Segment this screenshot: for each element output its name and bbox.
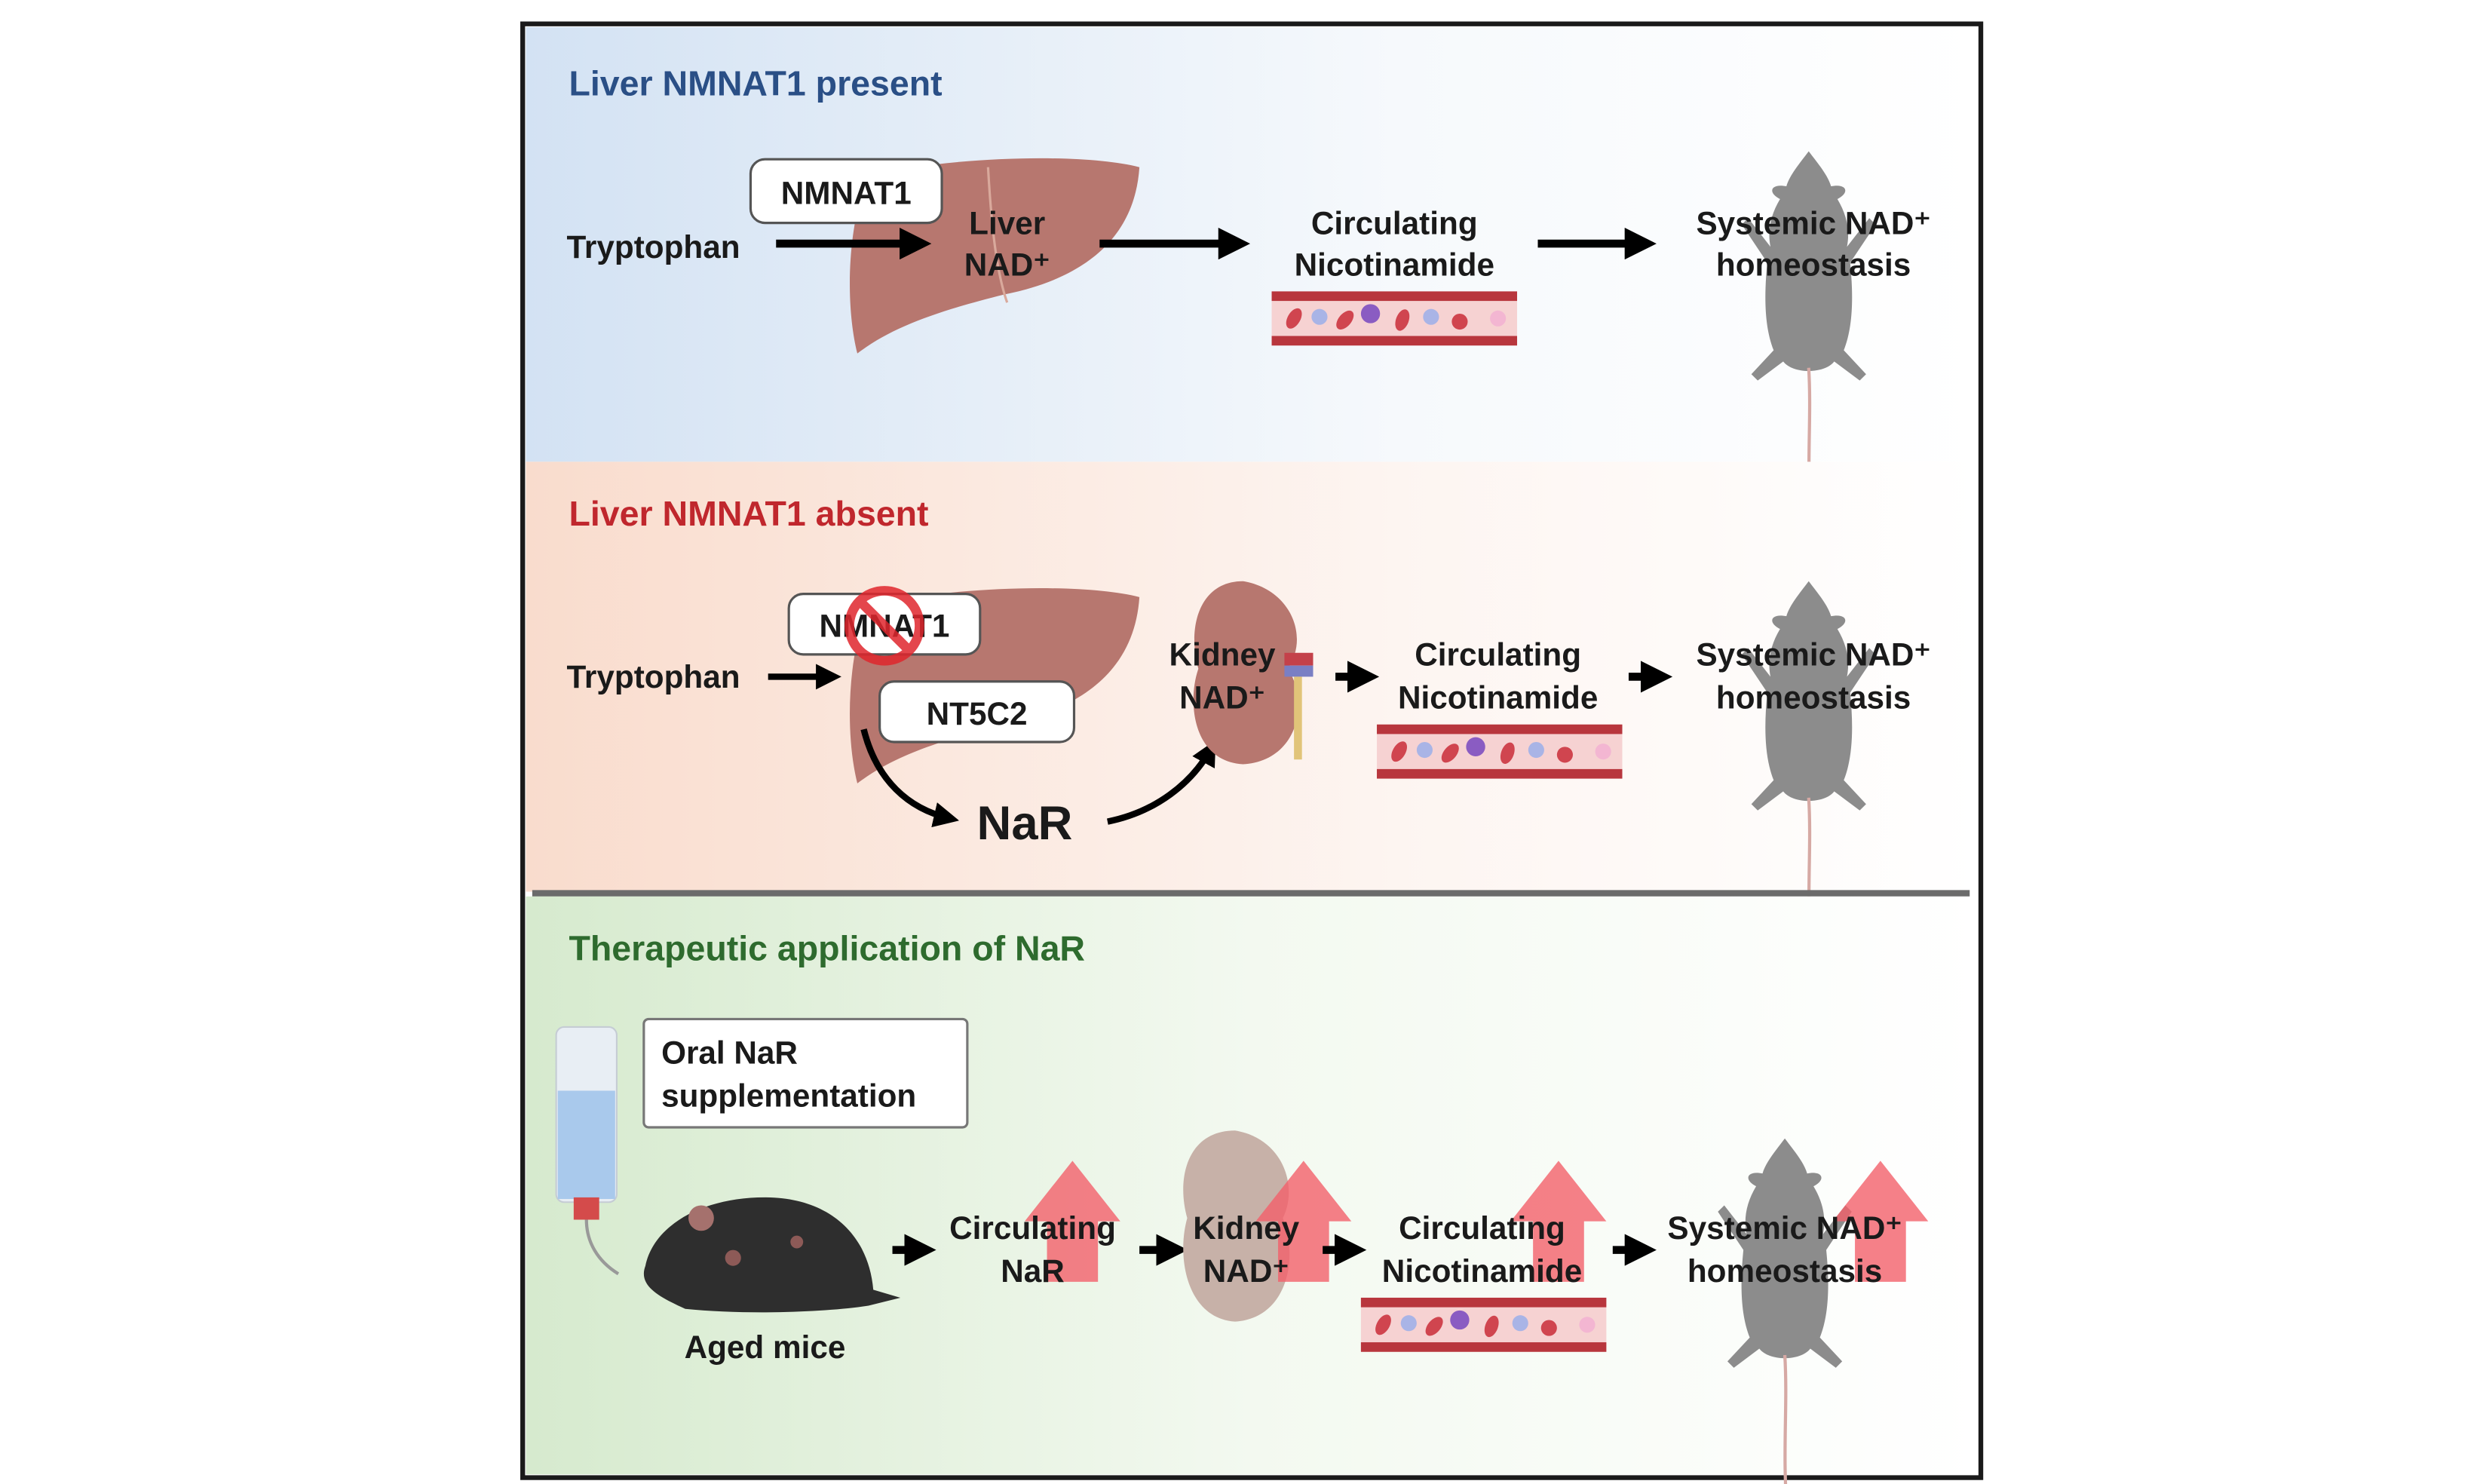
input-label: Tryptophan xyxy=(566,229,740,265)
blood-vessel-icon xyxy=(1360,1297,1607,1352)
organ-label-2: NAD⁺ xyxy=(1203,1253,1289,1289)
organ-label-2: NAD⁺ xyxy=(964,247,1050,282)
subject-label: Aged mice xyxy=(685,1329,846,1365)
kidney-icon xyxy=(1183,1130,1290,1322)
circulating-label-1: Circulating xyxy=(1311,205,1478,241)
outcome-label-2: homeostasis xyxy=(1716,247,1911,282)
panel-liver-nmnat1-present: Liver NMNAT1 present NMNAT1 Tryptophan L… xyxy=(526,26,1978,533)
enzyme-label: NT5C2 xyxy=(927,696,1028,731)
curved-arrow-icon xyxy=(1107,740,1216,825)
treatment-label-2: supplementation xyxy=(661,1078,916,1114)
panel-title: Liver NMNAT1 present xyxy=(569,64,943,103)
product-label: NaR xyxy=(977,797,1073,850)
panel-therapeutic-application: Therapeutic application of NaR Oral NaR … xyxy=(526,896,1978,1484)
circulating-label-1: Circulating xyxy=(1415,637,1581,673)
panel-title: Liver NMNAT1 absent xyxy=(569,494,929,533)
circulating-label-2: Nicotinamide xyxy=(1295,247,1494,282)
organ-label-1: Liver xyxy=(969,205,1045,241)
circulating-label-2: Nicotinamide xyxy=(1382,1253,1582,1289)
circulating-nar-label-1: Circulating xyxy=(949,1210,1116,1246)
organ-label-2: NAD⁺ xyxy=(1179,680,1265,716)
organ-label-1: Kidney xyxy=(1193,1210,1299,1246)
outcome-label-1: Systemic NAD⁺ xyxy=(1696,637,1930,673)
organ-label-1: Kidney xyxy=(1169,637,1276,673)
kidney-icon xyxy=(1193,581,1314,765)
outcome-label-2: homeostasis xyxy=(1716,680,1911,716)
prohibited-icon xyxy=(845,586,924,666)
enzyme-box xyxy=(749,158,943,225)
blood-vessel-icon xyxy=(1377,724,1623,779)
panel-liver-nmnat1-absent: Liver NMNAT1 absent NMNAT1 NT5C2 Tryptop… xyxy=(526,461,1978,963)
water-bottle-icon xyxy=(555,1026,620,1276)
treatment-label-1: Oral NaR xyxy=(661,1035,798,1071)
enzyme-label: NMNAT1 xyxy=(781,175,912,210)
treatment-box xyxy=(642,1017,969,1129)
enzyme-box xyxy=(878,680,1076,744)
outcome-label-2: homeostasis xyxy=(1687,1253,1882,1289)
aged-mouse-icon xyxy=(643,1197,901,1313)
input-label: Tryptophan xyxy=(566,659,740,694)
outcome-label-1: Systemic NAD⁺ xyxy=(1696,205,1930,241)
curved-arrow-icon xyxy=(860,728,959,828)
panel-title: Therapeutic application of NaR xyxy=(569,928,1086,967)
blood-vessel-icon xyxy=(1271,291,1518,346)
circulating-label-2: Nicotinamide xyxy=(1398,680,1598,716)
circulating-nar-label-2: NaR xyxy=(1001,1253,1065,1289)
outcome-label-1: Systemic NAD⁺ xyxy=(1667,1210,1902,1246)
circulating-label-1: Circulating xyxy=(1399,1210,1565,1246)
